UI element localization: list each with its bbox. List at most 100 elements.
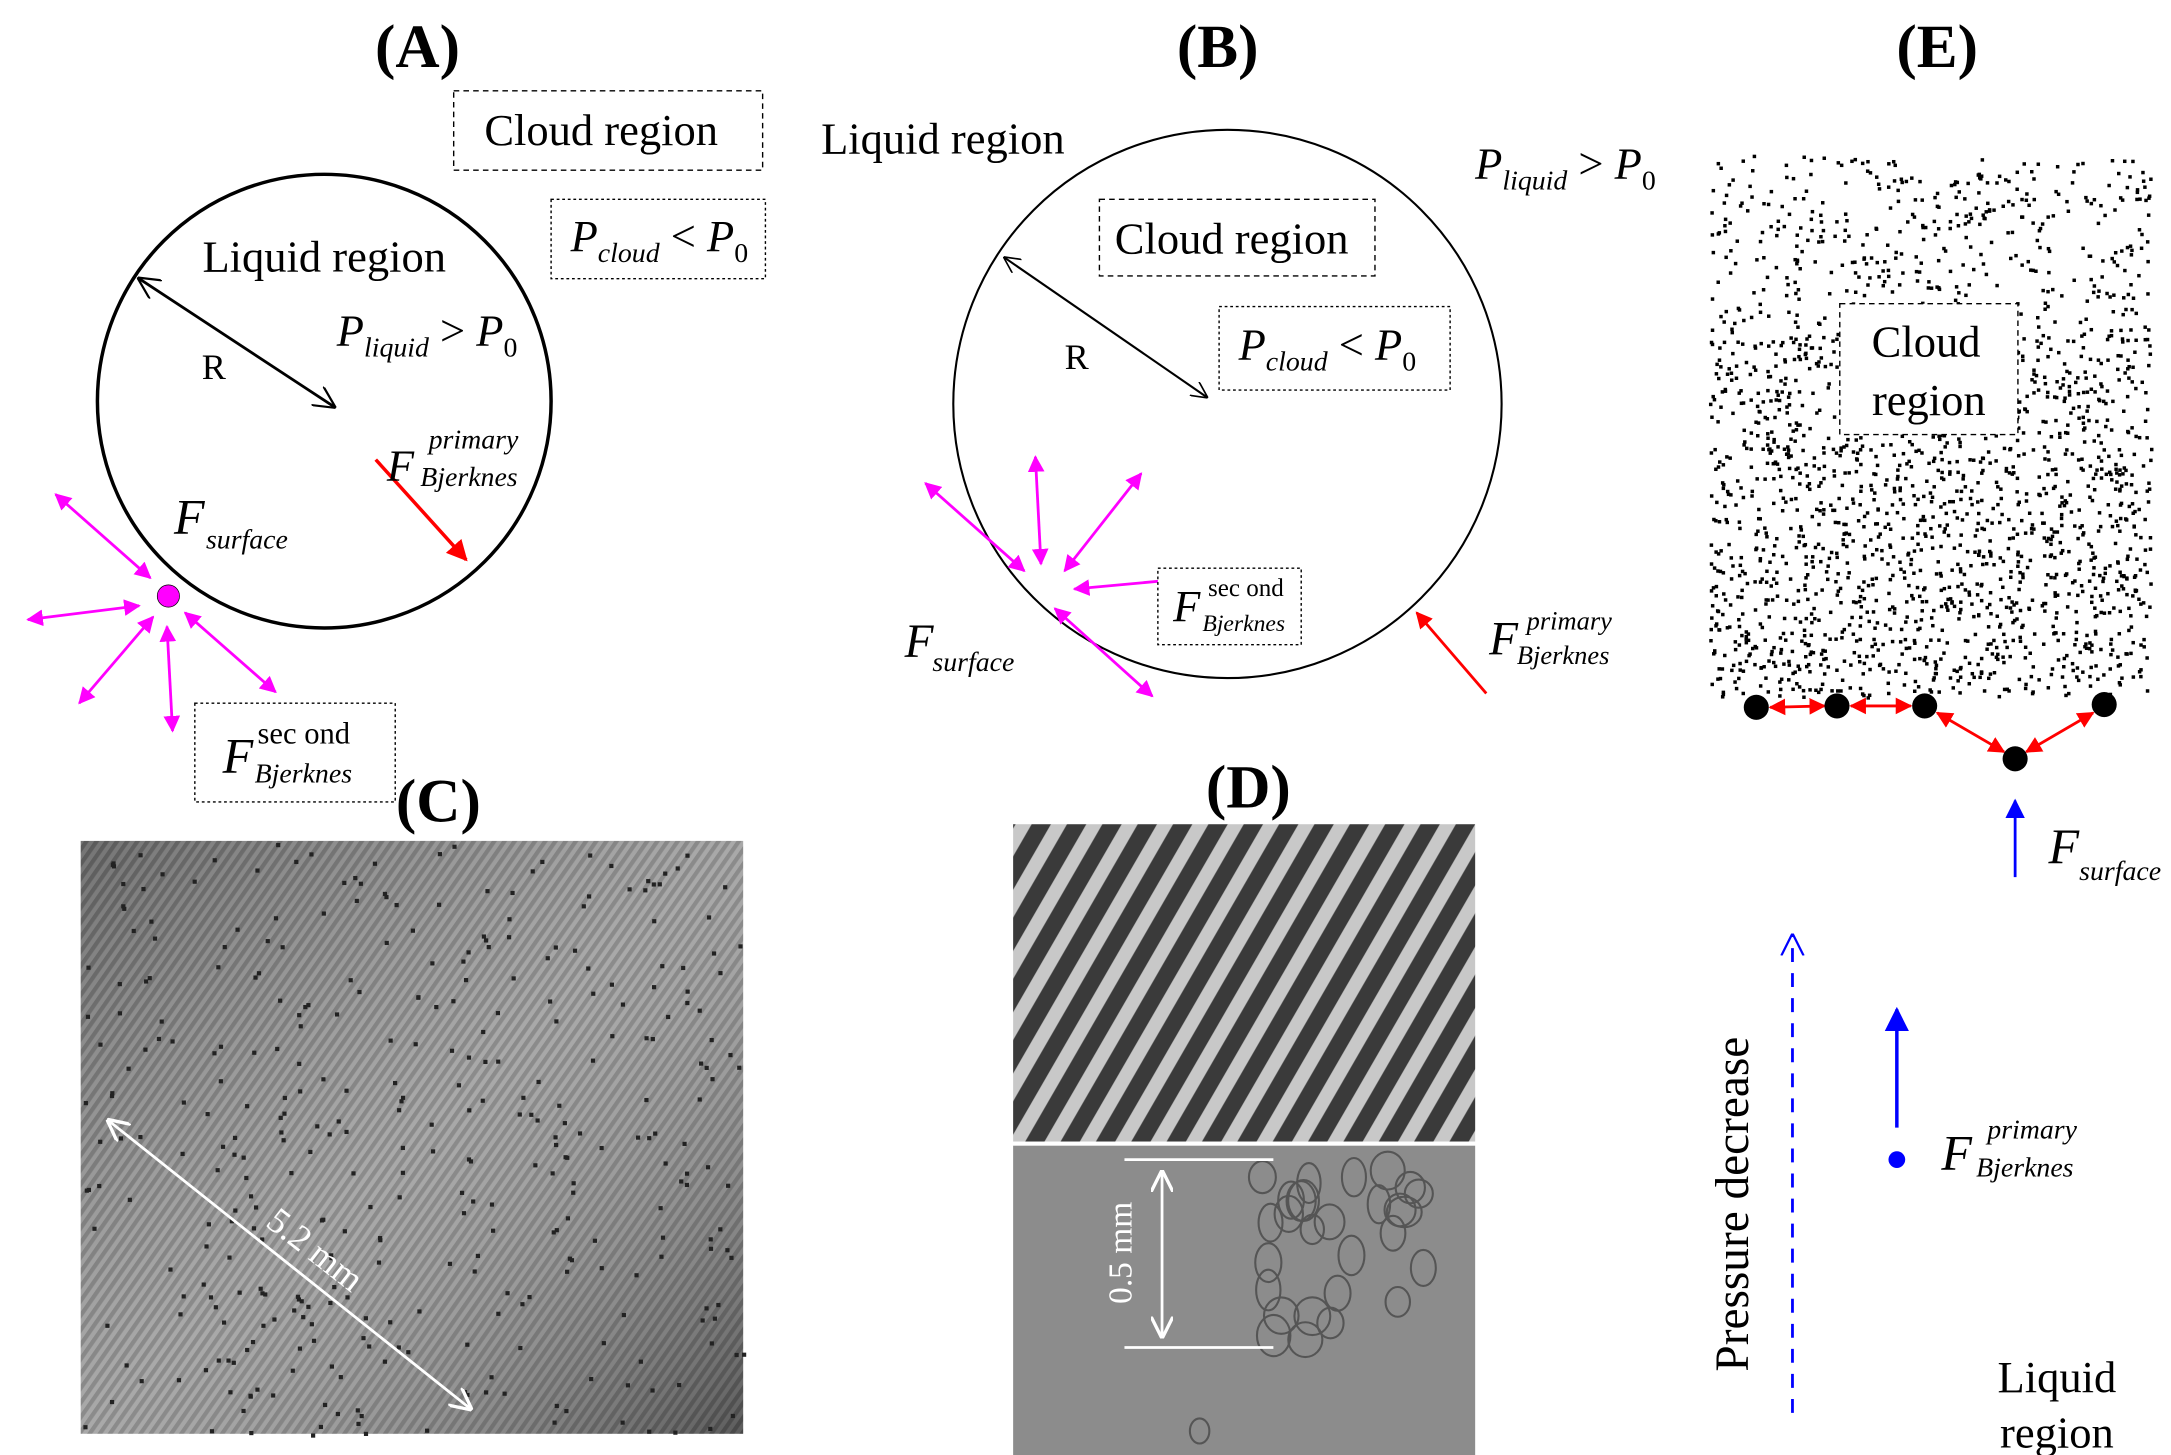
speckle	[1858, 503, 1862, 507]
speckle	[1943, 445, 1947, 449]
speckle	[2041, 419, 2045, 424]
speckle	[2085, 299, 2090, 303]
speckle	[1791, 475, 1795, 480]
speckle	[2105, 389, 2110, 393]
speckle	[685, 853, 690, 858]
speckle	[2041, 288, 2045, 293]
speckle	[1892, 179, 1897, 183]
speckle	[1896, 188, 1900, 193]
speckle	[321, 1077, 326, 1082]
speckle	[2007, 179, 2011, 184]
speckle	[1774, 352, 1778, 356]
speckle	[1782, 616, 1787, 621]
speckle	[1920, 451, 1924, 455]
speckle	[1788, 577, 1793, 581]
speckle	[1769, 189, 1774, 194]
speckle	[2143, 517, 2147, 522]
speckle	[2030, 598, 2035, 602]
speckle	[2046, 390, 2050, 395]
speckle	[139, 1379, 144, 1384]
speckle	[471, 1199, 476, 1204]
speckle	[1752, 291, 1756, 295]
speckle	[2036, 315, 2040, 320]
bubble-ring-image	[1247, 1160, 1277, 1195]
speckle	[109, 1093, 115, 1099]
speckle	[2126, 554, 2130, 558]
speckle	[2145, 656, 2149, 660]
speckle	[1933, 671, 1938, 676]
speckle	[2024, 492, 2029, 496]
speckle	[1799, 528, 1804, 532]
speckle	[1888, 577, 1893, 582]
speckle	[1749, 431, 1754, 435]
speckle	[456, 1083, 462, 1088]
speckle	[1753, 662, 1757, 667]
speckle	[2018, 580, 2022, 584]
speckle	[1901, 451, 1906, 456]
speckle	[1733, 261, 1738, 266]
speckle	[1729, 493, 1733, 497]
speckle	[2022, 452, 2026, 456]
speckle	[2057, 431, 2062, 436]
speckle	[1821, 546, 1825, 551]
speckle	[1912, 638, 1917, 643]
speckle	[2125, 592, 2129, 597]
speckle	[1768, 374, 1773, 379]
speckle	[294, 859, 299, 865]
speckle	[1720, 481, 1725, 485]
speckle	[206, 1222, 211, 1227]
speckle	[2029, 268, 2033, 272]
speckle	[2051, 287, 2055, 292]
speckle	[1801, 688, 1806, 693]
speckle	[2001, 655, 2005, 659]
speckle	[2001, 204, 2005, 208]
speckle	[1730, 668, 1734, 673]
speckle	[1951, 686, 1956, 690]
speckle	[2145, 436, 2149, 440]
bubble-cluster-photo	[1188, 1150, 1437, 1445]
speckle	[1910, 442, 1914, 447]
speckle	[1882, 279, 1887, 284]
speckle	[2080, 589, 2085, 594]
speckle	[2030, 531, 2034, 535]
speckle	[2083, 426, 2087, 430]
speckle	[1802, 433, 1806, 438]
speckle	[2015, 532, 2020, 537]
speckle	[1776, 219, 1781, 224]
speckle	[2040, 511, 2044, 516]
speckle	[1808, 652, 1813, 657]
speckle	[2148, 344, 2152, 348]
speckle	[1948, 597, 1953, 601]
speckle	[355, 1408, 360, 1413]
speckle	[1937, 434, 1941, 438]
speckle	[327, 1132, 332, 1137]
speckle	[2062, 503, 2067, 508]
speckle	[2093, 629, 2098, 634]
radius-arrow	[139, 279, 334, 407]
speckle	[709, 1341, 714, 1346]
speckle	[1856, 519, 1861, 523]
speckle	[393, 1080, 398, 1086]
speckle	[1737, 520, 1742, 524]
speckle	[1948, 472, 1952, 476]
speckle	[159, 1019, 164, 1024]
speckle	[1883, 260, 1887, 264]
speckle	[2077, 567, 2081, 571]
speckle	[564, 1408, 569, 1414]
speckle	[1744, 637, 1748, 641]
speckle	[1832, 508, 1837, 513]
speckle	[1731, 351, 1735, 356]
speckle	[2056, 192, 2061, 197]
speckle	[1877, 275, 1881, 279]
speckle	[2123, 268, 2127, 273]
speckle	[1710, 211, 1714, 215]
svg-text:F: F	[2048, 818, 2081, 874]
speckle	[507, 917, 512, 922]
speckle	[2139, 246, 2144, 251]
speckle	[699, 1061, 704, 1066]
speckle	[1914, 449, 1918, 454]
speckle	[1974, 206, 1978, 210]
speckle	[1808, 688, 1812, 692]
speckle	[2116, 367, 2120, 372]
